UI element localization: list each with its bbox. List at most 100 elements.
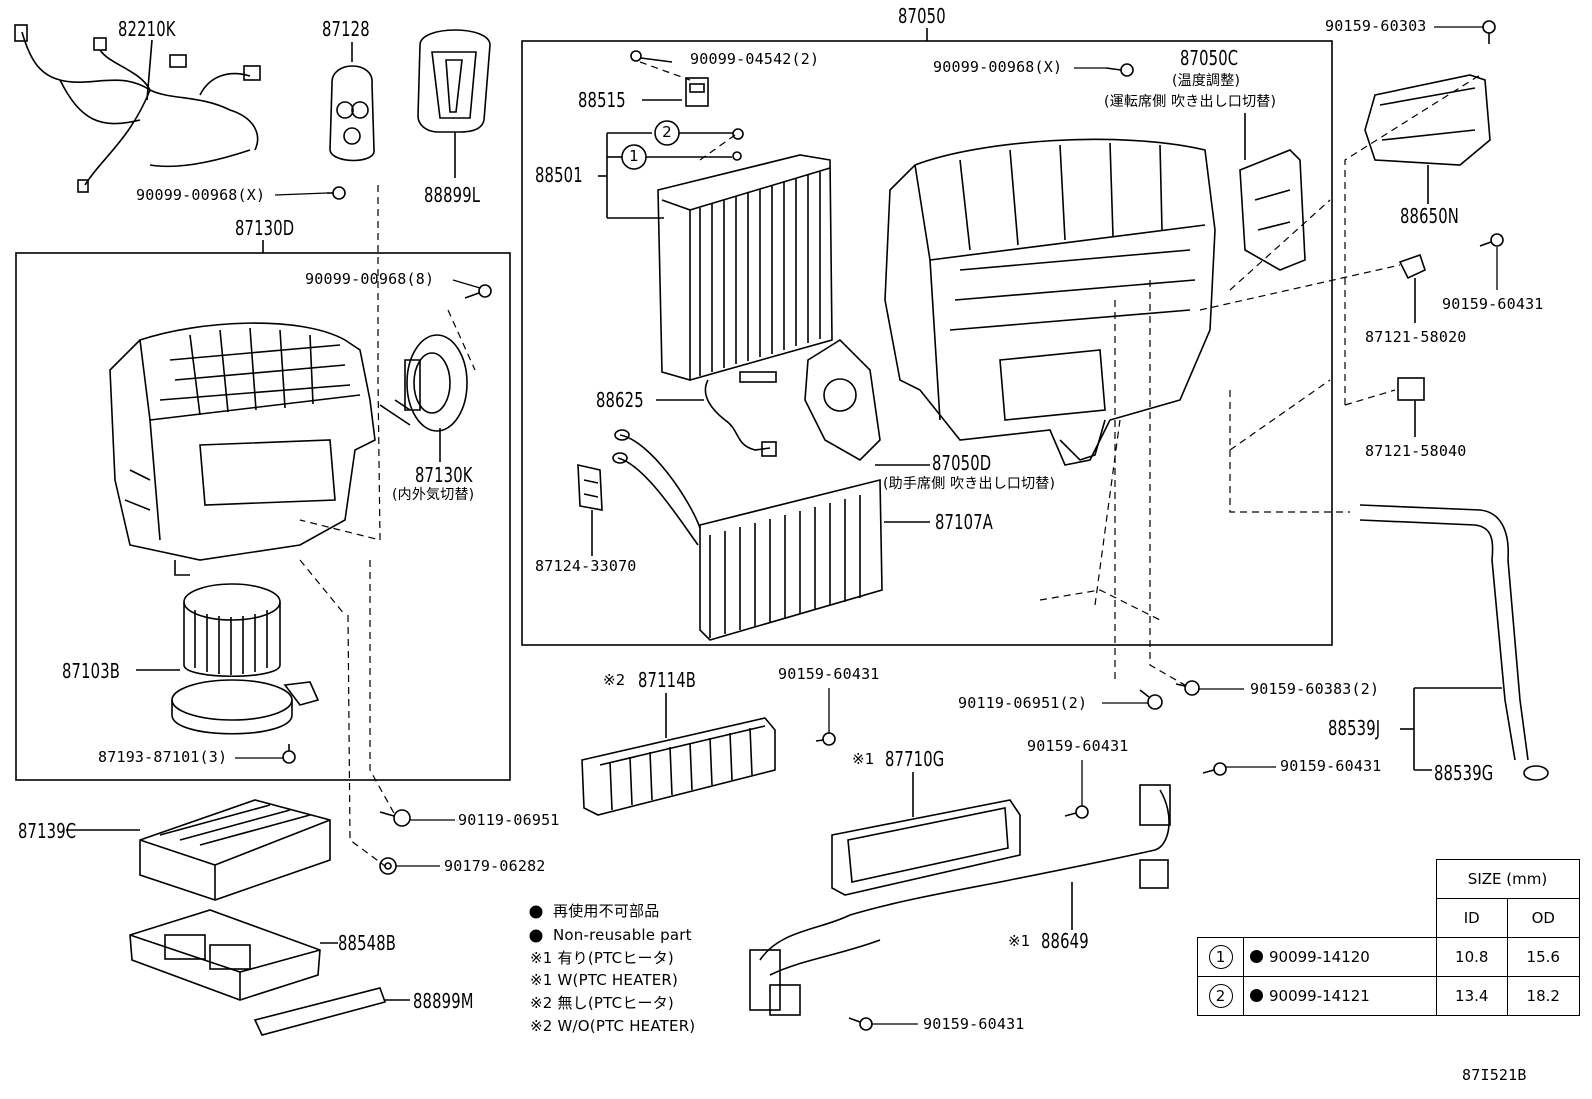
size-row2-od: 18.2	[1507, 976, 1580, 1016]
label-90099-00968-8: 90099-00968(8)	[305, 270, 435, 288]
cover-88899M-illustration	[253, 987, 410, 1036]
size-table-col-id: ID	[1435, 898, 1508, 938]
label-88899L: 88899L	[424, 183, 481, 207]
label-87107A: 87107A	[935, 510, 994, 534]
label-87050: 87050	[898, 4, 946, 28]
label-88501: 88501	[535, 163, 583, 187]
label-87050C-sub2: (運転席側 吹き出し口切替)	[1104, 94, 1277, 110]
size-row1-od: 15.6	[1507, 937, 1580, 977]
label-88515: 88515	[578, 88, 626, 112]
label-87114B: 87114B	[638, 668, 697, 692]
leader-lines	[235, 26, 1498, 1025]
label-87050C: 87050C	[1180, 46, 1239, 70]
harness-88649-illustration	[749, 784, 1171, 1016]
group-box-87130D	[15, 252, 511, 781]
blower-motor-87103B-illustration	[136, 583, 320, 735]
note-mark1-en: ※1 W(PTC HEATER)	[530, 971, 679, 989]
note-non-reusable-ja: 再使用不可部品	[553, 902, 660, 920]
note-mark2-en: ※2 W/O(PTC HEATER)	[530, 1017, 696, 1035]
label-87103B: 87103B	[62, 659, 121, 683]
label-90159-60383: 90159-60383(2)	[1250, 680, 1380, 698]
non-reusable-dot-icon	[1250, 950, 1263, 963]
callout-1-number: 1	[629, 147, 639, 165]
label-90159-60431-a: 90159-60431	[1442, 295, 1544, 313]
size-row2-part: 90099-14121	[1269, 987, 1370, 1005]
dashed-reference-lines	[299, 61, 1481, 867]
label-90099-00968X-a: 90099-00968(X)	[136, 186, 266, 204]
label-87050C-sub1: (温度調整)	[1172, 73, 1241, 89]
group-box-87050	[521, 40, 1333, 646]
size-table-col-od: OD	[1507, 898, 1580, 938]
label-87193-87101: 87193-87101(3)	[98, 748, 228, 766]
label-90179-06282: 90179-06282	[444, 857, 546, 875]
callout-circles	[621, 120, 733, 170]
connector-87121-illustration	[1397, 253, 1426, 437]
label-90159-60431-b: 90159-60431	[778, 665, 880, 683]
label-88539J: 88539J	[1328, 716, 1381, 740]
label-88539G: 88539G	[1434, 761, 1494, 785]
bullet-dot-1	[529, 905, 543, 919]
label-90159-60431-d: 90159-60431	[1280, 757, 1382, 775]
label-88899M: 88899M	[413, 989, 474, 1013]
blower-case-87130D-illustration	[109, 322, 376, 576]
damper-87130K-illustration	[379, 334, 468, 462]
label-90099-00968X-b: 90099-00968(X)	[933, 58, 1063, 76]
label-87130K-sub: (内外気切替)	[392, 487, 475, 503]
mark-87114B: ※2	[603, 671, 626, 689]
expansion-valve-88515-illustration	[642, 77, 744, 161]
heater-core-87107A-illustration	[612, 429, 930, 641]
servo-87050D-illustration	[804, 338, 930, 466]
drain-hose-88539J-illustration	[1359, 504, 1529, 771]
bullet-dot-2	[529, 929, 543, 943]
label-87124-33070: 87124-33070	[535, 557, 637, 575]
ecu-88650N-illustration	[1364, 74, 1491, 204]
non-reusable-dot-icon	[1250, 989, 1263, 1002]
seal-88899L-illustration	[417, 29, 491, 178]
size-table-title: SIZE (mm)	[1435, 859, 1580, 899]
label-88650N: 88650N	[1400, 204, 1459, 228]
clamp-87124-illustration	[577, 463, 603, 556]
label-82210K: 82210K	[118, 17, 176, 41]
size-row1-part: 90099-14120	[1269, 948, 1370, 966]
label-90099-04542: 90099-04542(2)	[690, 50, 820, 68]
size-row1-ref: 1	[1208, 945, 1233, 969]
label-88548B: 88548B	[338, 931, 397, 955]
label-87050D: 87050D	[932, 451, 992, 475]
callout-2-number: 2	[662, 123, 672, 141]
ptc-heater-87710G-illustration	[831, 772, 1021, 896]
evaporator-88501-illustration	[598, 132, 833, 381]
table-row: 1 90099-14120 10.8 15.6	[1197, 937, 1580, 977]
label-87139C: 87139C	[18, 819, 77, 843]
label-87130D: 87130D	[235, 216, 295, 240]
note-mark1-ja: ※1 有り(PTCヒータ)	[530, 949, 674, 967]
label-90119-06951-2: 90119-06951(2)	[958, 694, 1088, 712]
label-90159-60303: 90159-60303	[1325, 17, 1427, 35]
label-87121-58020: 87121-58020	[1365, 328, 1467, 346]
size-row2-id: 13.4	[1435, 976, 1508, 1016]
label-90159-60431-e: 90159-60431	[923, 1015, 1025, 1033]
note-non-reusable-en: Non-reusable part	[553, 926, 692, 944]
servo-87050C-illustration	[1239, 113, 1306, 271]
diagram-id: 87I521B	[1462, 1066, 1527, 1084]
label-87130K: 87130K	[415, 463, 473, 487]
bolt-symbols	[282, 20, 1549, 1031]
label-88625: 88625	[596, 388, 644, 412]
size-row1-id: 10.8	[1435, 937, 1508, 977]
label-87128: 87128	[322, 17, 370, 41]
label-90159-60431-c: 90159-60431	[1027, 737, 1129, 755]
grommet-87128-illustration	[329, 42, 375, 162]
note-mark2-ja: ※2 無し(PTCヒータ)	[530, 994, 674, 1012]
size-table: SIZE (mm) ID OD 1 90099-14120 10.8 15.6 …	[1197, 859, 1580, 1016]
label-87710G: 87710G	[885, 747, 945, 771]
mark-88649: ※1	[1008, 932, 1031, 950]
mark-87710G: ※1	[852, 750, 875, 768]
label-88649: 88649	[1041, 929, 1089, 953]
size-row2-ref: 2	[1208, 984, 1233, 1008]
hvac-case-87050-illustration	[884, 138, 1216, 466]
harness-82210K-illustration	[14, 24, 261, 193]
sensor-88625-illustration	[656, 371, 777, 457]
filter-87114B-illustration	[581, 693, 776, 816]
label-87121-58040: 87121-58040	[1365, 442, 1467, 460]
